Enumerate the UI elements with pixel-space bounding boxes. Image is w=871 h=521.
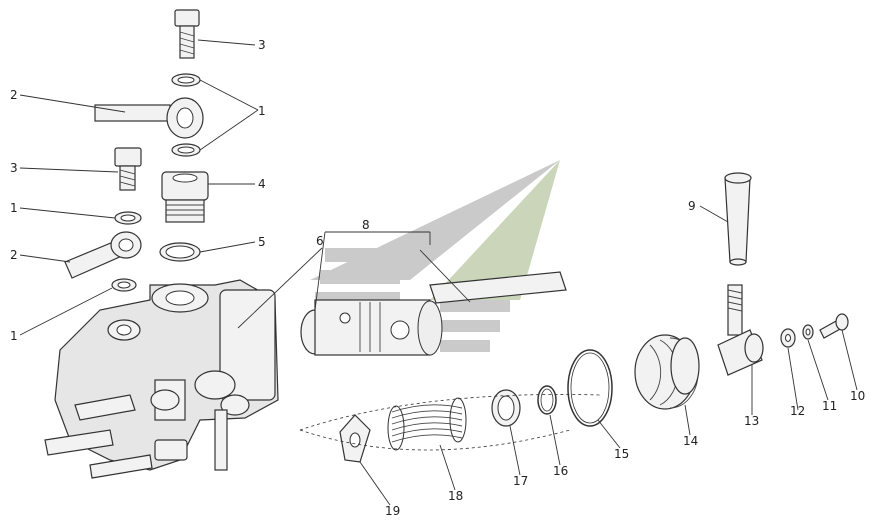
valve-spool [300,271,567,356]
sealing-washer [171,143,201,157]
sealing-washer [171,73,201,87]
threaded-cap [634,334,700,410]
callout-1c: 1 [10,329,18,343]
callout-11: 11 [822,399,837,413]
lever-knob [724,172,752,266]
callout-17: 17 [513,474,528,488]
callout-12: 12 [790,404,805,418]
callout-2b: 2 [10,248,18,262]
callout-10: 10 [850,389,865,403]
small-washer [780,328,796,348]
gasket-ring [159,242,201,262]
watermark-logo [305,160,560,352]
callout-3a: 3 [258,38,266,52]
callout-3b: 3 [10,161,18,175]
callout-18: 18 [448,489,463,503]
spring-retainer [339,414,371,463]
banjo-bolt-top [174,9,200,59]
callout-8: 8 [362,218,370,232]
callout-4: 4 [258,177,266,191]
union-nut [161,171,209,223]
sealing-washer [111,278,137,292]
sealing-washer [114,211,142,225]
screw [819,313,849,339]
assembly-path-dashed [299,394,601,451]
banjo-bolt-middle [114,147,142,191]
bushing [491,389,521,427]
callout-15: 15 [614,447,629,461]
callout-14: 14 [683,434,698,448]
callout-19: 19 [385,504,400,518]
callout-2a: 2 [10,88,18,102]
coil-spring [387,397,467,451]
spring-washer [802,324,814,340]
callout-1a: 1 [258,104,266,118]
leader-lines [19,39,858,506]
banjo-fitting-lower [64,231,142,279]
o-ring-small [537,385,557,415]
callout-5: 5 [258,235,266,249]
callout-13: 13 [744,414,759,428]
callout-9: 9 [688,199,696,213]
callout-labels: 3 2 1 3 4 1 5 2 1 8 6 9 12 11 10 13 14 1… [10,38,865,518]
o-ring-large [567,349,613,427]
banjo-fitting-top [94,97,204,139]
lever-arm [717,284,764,376]
callout-1b: 1 [10,201,18,215]
callout-16: 16 [553,464,568,478]
callout-6: 6 [316,234,324,248]
valve-body-housing [44,279,279,479]
